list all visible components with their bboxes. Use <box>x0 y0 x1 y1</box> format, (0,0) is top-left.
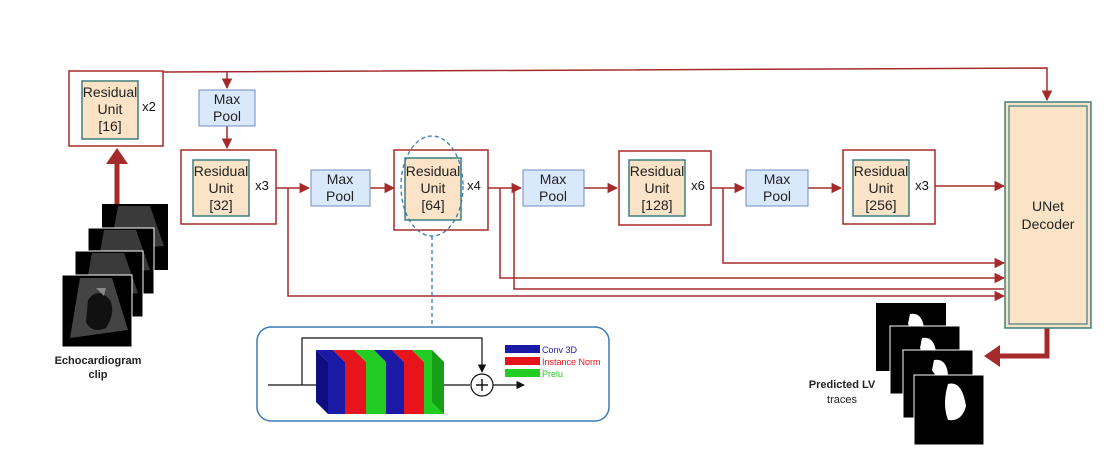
maxpool-2: Max Pool <box>522 169 585 207</box>
residual-block-256: Residual Unit [256] x3 <box>842 149 936 225</box>
pool-line1: Max <box>214 91 240 107</box>
legend-swatch-conv <box>505 345 540 353</box>
decoder-line2: Decoder <box>1022 216 1075 232</box>
skip-arrow-64a <box>499 188 1006 284</box>
unit-multiplier: x2 <box>142 99 156 114</box>
unit-multiplier: x4 <box>467 178 481 193</box>
unit-title: Residual <box>194 163 248 179</box>
unit-line2: Unit <box>209 180 234 196</box>
unit-title: Residual <box>630 163 684 179</box>
pool-line2: Pool <box>763 188 791 204</box>
skip-arrow-128 <box>722 188 1006 269</box>
residual-detail-panel: Conv 3D Instance Norm Prelu <box>256 326 610 422</box>
predicted-traces <box>876 303 985 446</box>
legend: Conv 3D Instance Norm Prelu <box>505 345 601 379</box>
maxpool-0: Max Pool <box>198 89 256 127</box>
unit-line2: Unit <box>645 180 670 196</box>
unit-channels: [16] <box>98 118 121 134</box>
residual-block-128: Residual Unit [128] x6 <box>618 150 712 226</box>
legend-swatch-norm <box>505 357 540 365</box>
unit-channels: [128] <box>641 197 672 213</box>
residual-block-32: Residual Unit [32] x3 <box>180 149 277 225</box>
pool-line2: Pool <box>539 188 567 204</box>
skip-arrow-16 <box>162 67 1053 102</box>
connectors <box>162 67 1053 302</box>
legend-label-conv: Conv 3D <box>542 345 578 355</box>
output-label-line1: Predicted LV <box>809 379 876 391</box>
output-arrow <box>998 328 1050 359</box>
decoder-line1: UNet <box>1032 198 1064 214</box>
unit-line2: Unit <box>98 101 123 117</box>
unit-multiplier: x6 <box>691 178 705 193</box>
input-label-line1: Echocardiogram <box>55 355 142 367</box>
legend-label-prelu: Prelu <box>542 369 563 379</box>
layer-stack <box>316 350 444 414</box>
residual-block-16: Residual Unit [16] x2 <box>68 70 164 147</box>
maxpool-3: Max Pool <box>745 169 809 207</box>
skip-arrow-32 <box>287 188 1006 302</box>
unit-title: Residual <box>854 163 908 179</box>
unit-channels: [64] <box>421 197 444 213</box>
legend-label-norm: Instance Norm <box>542 357 601 367</box>
unit-channels: [256] <box>865 197 896 213</box>
unit-channels: [32] <box>209 197 232 213</box>
unit-multiplier: x3 <box>915 178 929 193</box>
unit-title: Residual <box>406 163 460 179</box>
input-label-line2: clip <box>89 369 108 381</box>
unit-line2: Unit <box>421 180 446 196</box>
output-label-line2: traces <box>827 394 857 406</box>
unet-decoder: UNet Decoder <box>1004 101 1092 329</box>
unit-line2: Unit <box>869 180 894 196</box>
unit-multiplier: x3 <box>255 178 269 193</box>
echocardiogram-frames <box>61 204 168 348</box>
legend-swatch-prelu <box>505 369 540 377</box>
skip-arrow-64b <box>513 188 1004 290</box>
pool-line1: Max <box>327 171 353 187</box>
pool-line2: Pool <box>326 188 354 204</box>
pool-line2: Pool <box>213 108 241 124</box>
pool-line1: Max <box>540 171 566 187</box>
input-arrow-head <box>106 148 128 164</box>
pool-line1: Max <box>764 171 790 187</box>
maxpool-1: Max Pool <box>310 169 371 207</box>
residual-block-64: Residual Unit [64] x4 <box>393 135 489 237</box>
output-arrow-head <box>984 345 1000 367</box>
unit-title: Residual <box>83 84 137 100</box>
